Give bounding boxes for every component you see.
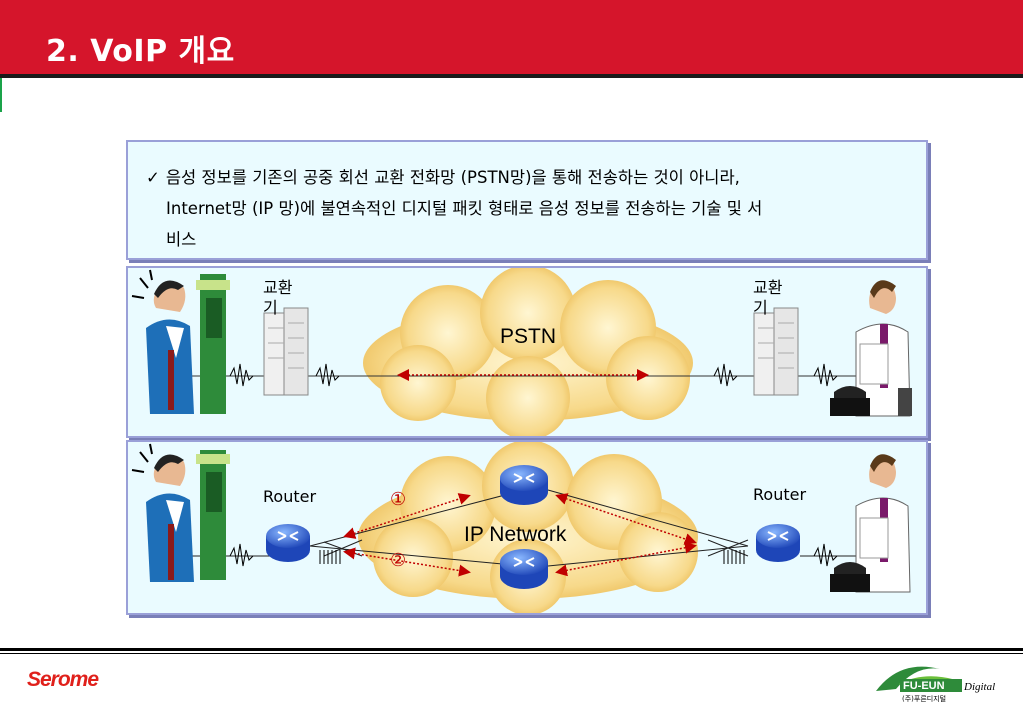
left-accent — [0, 78, 2, 112]
description-box: ✓ 음성 정보를 기존의 공중 회선 교환 전화망 (PSTN망)을 통해 전송하… — [126, 140, 928, 260]
description-line-1: 음성 정보를 기존의 공중 회선 교환 전화망 (PSTN망)을 통해 전송하는… — [165, 168, 740, 187]
router-right-label: Router — [753, 485, 807, 504]
switch-right-icon — [753, 307, 799, 396]
pstn-diagram — [131, 268, 912, 436]
path-1-marker: ① — [390, 489, 407, 510]
packet-icon — [319, 550, 745, 564]
ip-cloud-label: IP Network — [464, 523, 567, 546]
router-top-icon — [500, 465, 548, 505]
ip-panel: Router Router IP Network ① ② — [126, 440, 928, 615]
pstn-cloud-label: PSTN — [500, 325, 557, 348]
title-bar: 2. VoIP 개요 — [0, 0, 1023, 78]
svg-text:FU-EUN: FU-EUN — [903, 680, 945, 692]
router-right-icon — [756, 524, 800, 562]
footer-divider — [0, 648, 1023, 651]
pstn-cloud — [363, 268, 693, 436]
switch-left-label: 교환기 — [263, 278, 293, 317]
router-bottom-icon — [500, 549, 548, 589]
callee-desk-phone-icon — [830, 280, 912, 417]
router-left-icon — [266, 524, 310, 562]
description-line-2: Internet망 (IP 망)에 불연속적인 디지털 패킷 형태로 음성 정보… — [166, 199, 763, 218]
footer-divider-thin — [0, 653, 1023, 654]
path-2-marker: ② — [390, 550, 407, 571]
caller-payphone-icon — [131, 443, 230, 582]
ip-diagram — [131, 442, 911, 613]
description-text: ✓ 음성 정보를 기존의 공중 회선 교환 전화망 (PSTN망)을 통해 전송하… — [146, 162, 916, 255]
callee-desk-phone-icon — [830, 454, 911, 593]
router-left-label: Router — [263, 487, 317, 506]
switch-right-label: 교환기 — [753, 278, 783, 317]
svg-text:Digital: Digital — [963, 681, 995, 693]
caller-payphone-icon — [131, 269, 230, 414]
fueun-digital-logo: FU-EUN Digital (주)푸른디지털 — [870, 655, 1010, 703]
voice-wave-icon — [229, 543, 838, 567]
description-line-3: 비스 — [166, 230, 197, 249]
ip-dotted-arrows — [343, 493, 697, 577]
check-icon: ✓ — [146, 168, 160, 187]
pstn-panel: 교환기 교환기 PSTN — [126, 266, 928, 438]
voice-wave-icon — [229, 363, 838, 387]
switch-left-icon — [263, 307, 309, 396]
svg-text:(주)푸른디지털: (주)푸른디지털 — [902, 694, 946, 703]
page-title: 2. VoIP 개요 — [46, 34, 235, 69]
serome-logo: Serome — [27, 668, 99, 691]
